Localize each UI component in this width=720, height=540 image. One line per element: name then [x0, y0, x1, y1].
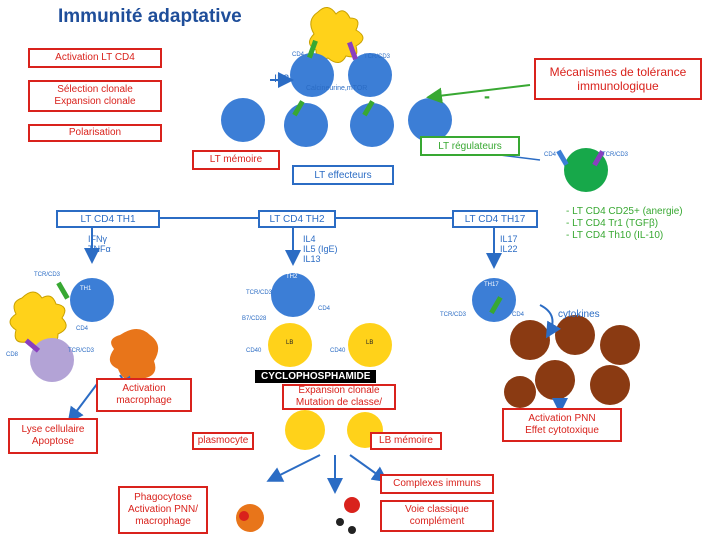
box-th2: LT CD4 TH2	[258, 210, 336, 228]
page-title: Immunité adaptative	[58, 6, 242, 27]
box-activation-cd4: Activation LT CD4	[28, 48, 162, 68]
box-selection: Sélection clonale Expansion clonale	[28, 80, 162, 112]
cell-memory-1	[221, 98, 265, 142]
label-th2-cytokines: IL4 IL5 (IgE) IL13	[303, 234, 338, 264]
label-cd40-a: CD40	[246, 348, 262, 354]
label-cd4-right: CD4	[512, 312, 525, 318]
label-cd4-mid: CD4	[318, 306, 331, 312]
label-il2: IL2	[274, 73, 290, 85]
label-lb-2: LB	[366, 340, 374, 346]
pnn-6	[504, 376, 536, 408]
label-tcr-green: TCR/CD3	[602, 152, 629, 158]
cell-th2	[271, 273, 315, 317]
label-th17-cell: TH17	[484, 282, 499, 288]
cell-cd4-top-right	[348, 53, 392, 97]
label-th1-cytokines: IFNγ TNFα	[88, 234, 111, 254]
label-tcr-mid: TCR/CD3	[246, 290, 273, 296]
box-polarisation: Polarisation	[28, 124, 162, 142]
cell-cd4-top-left	[290, 53, 334, 97]
label-cd4-left: CD4	[76, 326, 89, 332]
pnn-3	[600, 325, 640, 365]
pnn-4	[535, 360, 575, 400]
immune-complex	[344, 497, 360, 513]
cell-memory-2	[284, 103, 328, 147]
label-tcr-left2: TCR/CD3	[68, 348, 95, 354]
cell-th17	[472, 278, 516, 322]
label-tcr-left: TCR/CD3	[34, 272, 61, 278]
box-lt-effecteurs: LT effecteurs	[292, 165, 394, 185]
phagocyte-cell	[236, 504, 264, 532]
cyclophosphamide-label: CYCLOPHOSPHAMIDE	[255, 370, 377, 383]
label-lb-1: LB	[286, 340, 294, 346]
label-th17-cytokines: IL17 IL22	[500, 234, 518, 254]
label-th1-cell: TH1	[80, 286, 92, 292]
box-plasmocyte: plasmocyte	[192, 432, 254, 450]
box-mecanismes-tolerance: Mécanismes de tolérance immunologique	[534, 58, 702, 100]
box-expansion: Expansion clonale Mutation de classe/	[282, 384, 396, 410]
cell-lb-2	[348, 323, 392, 367]
macrophage	[109, 329, 159, 381]
box-lb-memoire: LB mémoire	[370, 432, 442, 450]
pnn-2	[555, 315, 595, 355]
box-voie-classique: Voie classique complément	[380, 500, 494, 532]
label-cd8: CD8	[6, 352, 19, 358]
label-calcineurine: Calcineurine,mTOR	[306, 85, 368, 92]
cell-plasmocyte	[285, 410, 325, 450]
label-cd40-b: CD40	[330, 348, 346, 354]
box-lyse: Lyse cellulaire Apoptose	[8, 418, 98, 454]
cell-lb-1	[268, 323, 312, 367]
box-th17: LT CD4 TH17	[452, 210, 538, 228]
complement-dot-2	[348, 526, 356, 534]
box-th1: LT CD4 TH1	[56, 210, 160, 228]
box-phagocytose: Phagocytose Activation PNN/ macrophage	[118, 486, 208, 534]
box-lt-regulateurs: LT régulateurs	[420, 136, 520, 156]
cell-effector-2	[408, 98, 452, 142]
box-lt-memoire: LT mémoire	[192, 150, 280, 170]
cell-th1	[70, 278, 114, 322]
label-cd4-top: CD4	[292, 52, 305, 58]
box-activation-macrophage: Activation macrophage	[96, 378, 192, 412]
cell-cd8	[30, 338, 74, 382]
dendritic-cell-left	[9, 291, 67, 348]
phagocyte-target	[239, 511, 249, 521]
box-activation-pnn: Activation PNN Effet cytotoxique	[502, 408, 622, 442]
label-cytokines: cytokines	[558, 309, 600, 320]
pnn-5	[590, 365, 630, 405]
label-th2-cell: TH2	[286, 274, 298, 280]
pnn-1	[510, 320, 550, 360]
cell-effector-1	[350, 103, 394, 147]
label-b7: B7/CD28	[242, 316, 267, 322]
complement-dot-1	[336, 518, 344, 526]
label-cd4-green: CD4	[544, 152, 557, 158]
box-complexes-immuns: Complexes immuns	[380, 474, 494, 494]
label-tcr-top: TCR/CD3	[364, 54, 391, 60]
label-minus: -	[484, 86, 490, 106]
label-treg-list: - LT CD4 CD25+ (anergie) - LT CD4 Tr1 (T…	[566, 206, 683, 241]
label-tcr-right: TCR/CD3	[440, 312, 467, 318]
